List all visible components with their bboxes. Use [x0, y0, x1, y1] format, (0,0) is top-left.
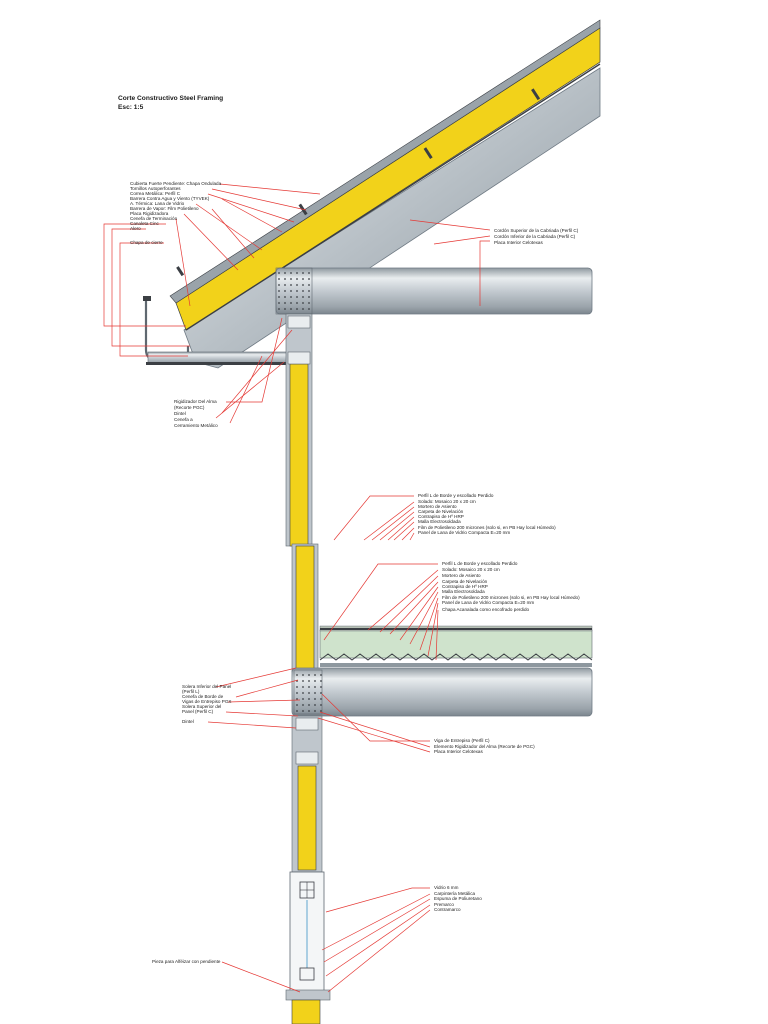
- label-roof-right-2: Cordón Inferior de la Cabriada (Perfil C…: [494, 234, 576, 239]
- label-eave-4: Cenefa a: [174, 417, 193, 422]
- label-floor-upper-3: Mortero de Asiento: [418, 504, 457, 509]
- gutter: [143, 296, 289, 365]
- label-joist-left-2: (Perfil L): [182, 689, 200, 694]
- label-joist-right-3: Placa Interior Celotexas: [434, 749, 483, 754]
- label-joist-left-1: Solera Inferior del Panel: [182, 684, 231, 689]
- leaders-window: [321, 887, 431, 993]
- label-window-5: Contramarco: [434, 907, 461, 912]
- label-floor-upper-4: Carpeta de Nivelación: [418, 509, 464, 514]
- label-floor-lower-3: Mortero de Asiento: [442, 573, 481, 578]
- label-floor-upper-7: Film de Polietileno 200 micrones (solo s…: [418, 525, 556, 530]
- label-floor-upper-8: Panel de Lana de Vidrio Compacta E=20 mm: [418, 530, 510, 535]
- label-floor-upper-5: Contrapiso de Hº HRP: [418, 514, 464, 519]
- label-window-2: Carpintería Metálica: [434, 891, 476, 896]
- label-floor-lower-9: Chapa Acanalada como encofrado perdido: [442, 607, 530, 612]
- label-floor-upper-2: Solado: Mosaico 20 x 20 cm: [418, 499, 476, 504]
- label-roof-3: Correa Metálica: Perfil C: [130, 191, 181, 196]
- leaders-roof-left: [103, 183, 321, 357]
- labels-floor-upper: Perfil L de Borde y escollado Perdido So…: [418, 493, 556, 535]
- label-joist-left-5: Solera Superior del: [182, 704, 221, 709]
- floor-slab: [319, 625, 593, 667]
- label-eave-1: Rigidizador Del Alma: [174, 399, 217, 404]
- window: [285, 871, 331, 1024]
- label-roof-right-3: Placa Interior Celotexas: [494, 240, 543, 245]
- labels-floor-lower: Perfil L de Borde y escollado Perdido So…: [442, 561, 580, 612]
- label-roof-9: Canaleta Cinc: [130, 221, 160, 226]
- label-floor-lower-8: Panel de Lana de Vidrio Compacta E=20 mm: [442, 600, 534, 605]
- labels-eave: Rigidizador Del Alma (Recorte PGC) Dinte…: [174, 399, 218, 428]
- label-roof-10: Alero: [130, 226, 141, 231]
- label-joist-right-1: Viga de Entrepiso (Perfil C): [434, 738, 490, 743]
- leaders-eave: [215, 317, 293, 424]
- upper-wall: [285, 313, 313, 547]
- label-window-4: Premarco: [434, 902, 454, 907]
- leader-sill: [221, 961, 301, 993]
- labels-window: Vidrio 6 mm Carpintería Metálica Espuma …: [434, 885, 482, 912]
- leaders-floor-upper: [333, 495, 415, 541]
- leaders-roof-right: [409, 219, 491, 306]
- label-roof-2: Tornillos Autoperforantes: [130, 186, 181, 191]
- label-window-1: Vidrio 6 mm: [434, 885, 459, 890]
- labels-joist-left: Solera Inferior del Panel (Perfil L) Cen…: [182, 684, 231, 724]
- label-floor-lower-6: Malla Electrosoldada: [442, 589, 485, 594]
- label-sill: Pieza para Alféizar con pendiente: [152, 959, 221, 964]
- label-window-3: Espuma de Poliuretano: [434, 896, 482, 901]
- label-floor-lower-1: Perfil L de Borde y escollado Perdido: [442, 561, 518, 566]
- leaders-floor-lower: [323, 563, 439, 661]
- ceiling-joist: [275, 267, 593, 315]
- label-floor-lower-5: Contrapiso de Hº HRP: [442, 584, 488, 589]
- label-roof-4: Barrera Contra Agua y Viento (TYVEK): [130, 196, 210, 201]
- roof-purlins: [176, 88, 541, 277]
- floor-joist-stiffener: [293, 669, 323, 715]
- floor-joist: [291, 667, 593, 717]
- label-floor-lower-2: Solado: Mosaico 20 x 20 cm: [442, 567, 500, 572]
- label-floor-upper-6: Malla Electrosoldada: [418, 519, 461, 524]
- ceiling-joist-stiffener: [275, 267, 313, 315]
- label-roof-6: Barrera de Vapor: Film Polietileno: [130, 206, 199, 211]
- drawing-scale: Esc: 1:5: [118, 104, 144, 111]
- label-eave-2: (Recorte PGC): [174, 405, 205, 410]
- labels-roof-left: Cubierta Fuerte Pendiente: Chapa Ondulad…: [130, 181, 222, 245]
- label-floor-upper-1: Perfil L de Borde y escollado Perdido: [418, 493, 494, 498]
- label-joist-left-3: Cenefa de Borde de: [182, 694, 224, 699]
- label-roof-1: Cubierta Fuerte Pendiente: Chapa Ondulad…: [130, 181, 222, 186]
- labels-joist-right: Viga de Entrepiso (Perfil C) Elemento Ri…: [434, 738, 535, 754]
- label-roof-right-1: Cordón Superior de la Cabriada (Perfil C…: [494, 228, 579, 233]
- label-eave-3: Dintel: [174, 411, 186, 416]
- leaders-joist-left: [207, 667, 301, 729]
- label-joist-left-4: Vigas de Entrepiso PGX: [182, 699, 231, 704]
- label-roof-5: A. Térmica: Lana de Vidrio: [130, 201, 185, 206]
- lower-wall: [291, 715, 323, 873]
- drawing-title: Corte Constructivo Steel Framing: [118, 95, 223, 102]
- leaders-joist-right: [317, 693, 431, 753]
- label-eave-5: Cerramiento Metálico: [174, 423, 218, 428]
- labels-roof-right: Cordón Superior de la Cabriada (Perfil C…: [494, 228, 579, 245]
- label-joist-left-7: Dintel: [182, 719, 194, 724]
- roof-corrugated-sheet: [169, 19, 601, 304]
- label-roof-11: Chapa de cierre: [130, 240, 163, 245]
- label-roof-7: Placa Rigidizadora: [130, 211, 169, 216]
- middle-wall: [291, 543, 319, 673]
- roof-lower-chord: [183, 67, 601, 369]
- label-joist-left-6: Panel (Perfil C): [182, 709, 214, 714]
- label-roof-8: Cenefa de Terminación: [130, 216, 178, 221]
- label-floor-lower-4: Carpeta de Nivelación: [442, 579, 488, 584]
- label-joist-right-2: Elemento Rigidizador del Alma (Recorte d…: [434, 744, 535, 749]
- label-floor-lower-7: Film de Polietileno 200 micrones (solo s…: [442, 595, 580, 600]
